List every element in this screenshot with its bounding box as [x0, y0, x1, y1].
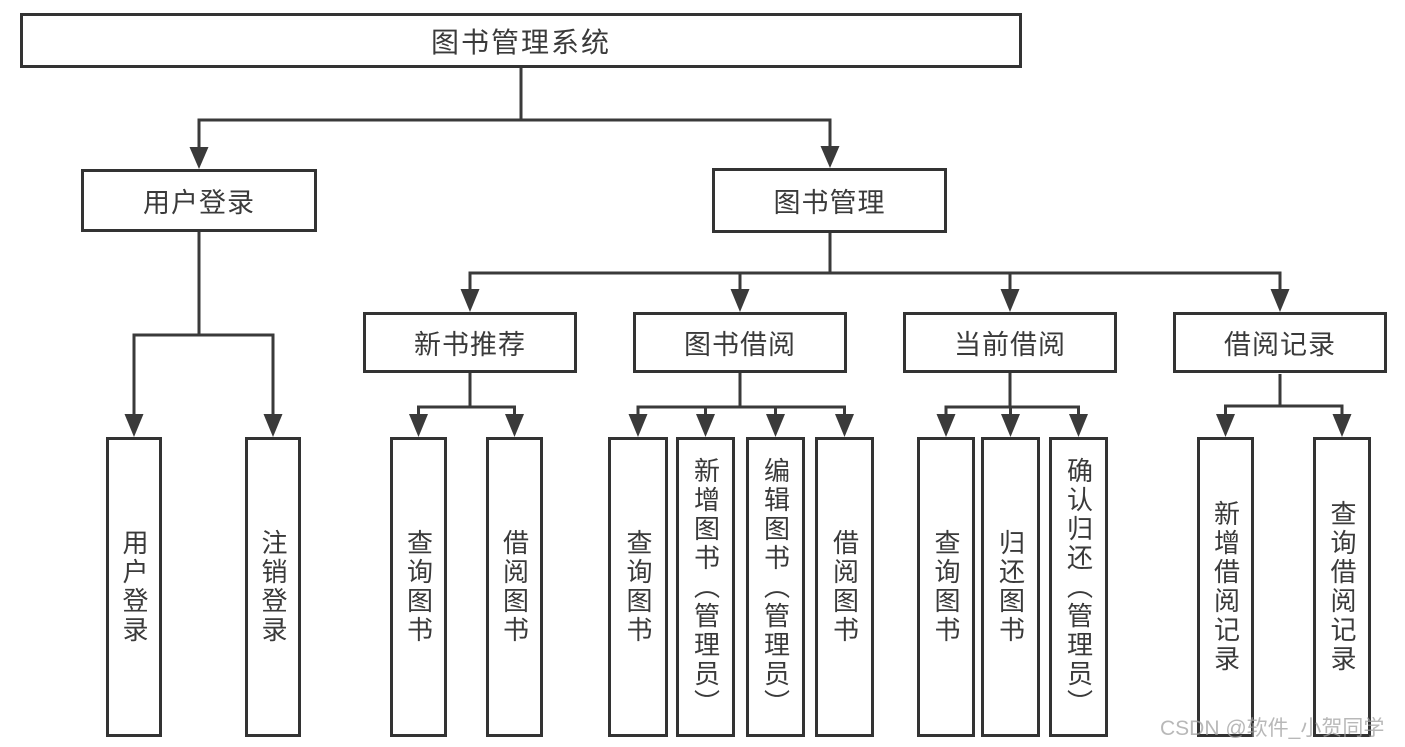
node-root-system: 图书管理系统 [20, 13, 1022, 68]
leaf-user-login: 用户登录 [106, 437, 162, 737]
leaf-confirm-return-admin: 确认归还（管理员） [1049, 437, 1108, 737]
node-book-borrow-label: 图书借阅 [684, 330, 796, 360]
connector-book-borrow-to-leaves [628, 373, 854, 437]
leaf-query-borrow-record-label: 查询借阅记录 [1327, 500, 1357, 674]
leaf-query-books-recommend: 查询图书 [390, 437, 447, 737]
connector-borrow-record-to-leaves [1216, 374, 1352, 437]
connector-new-book-to-leaves [409, 373, 524, 437]
node-current-borrow: 当前借阅 [903, 312, 1117, 373]
leaf-add-books-admin: 新增图书（管理员） [676, 437, 735, 737]
node-user-login: 用户登录 [81, 169, 317, 232]
leaf-query-books-borrow: 查询图书 [608, 437, 668, 737]
leaf-query-books-recommend-label: 查询图书 [403, 529, 434, 645]
leaf-add-books-admin-label: 新增图书（管理员） [690, 456, 721, 718]
leaf-query-books-current-label: 查询图书 [931, 529, 961, 645]
leaf-edit-books-admin: 编辑图书（管理员） [746, 437, 805, 737]
connector-current-borrow-to-leaves [936, 373, 1088, 437]
leaf-add-borrow-record: 新增借阅记录 [1197, 437, 1254, 737]
node-root-label: 图书管理系统 [430, 26, 611, 58]
leaf-query-books-current: 查询图书 [917, 437, 975, 737]
node-book-borrow: 图书借阅 [633, 312, 847, 373]
leaf-logout-label: 注销登录 [258, 529, 288, 645]
leaf-add-borrow-record-label: 新增借阅记录 [1210, 500, 1241, 674]
node-new-book-recommend: 新书推荐 [363, 312, 577, 373]
leaf-borrow-books-recommend: 借阅图书 [486, 437, 543, 737]
leaf-logout: 注销登录 [245, 437, 301, 737]
node-new-book-recommend-label: 新书推荐 [414, 330, 526, 360]
leaf-confirm-return-admin-label: 确认归还（管理员） [1063, 456, 1094, 718]
leaf-return-books: 归还图书 [981, 437, 1040, 737]
node-borrow-records-label: 借阅记录 [1224, 330, 1336, 360]
connector-book-mgmt-to-level3 [460, 233, 1290, 312]
node-current-borrow-label: 当前借阅 [954, 330, 1066, 360]
leaf-return-books-label: 归还图书 [995, 529, 1026, 645]
node-borrow-records: 借阅记录 [1173, 312, 1387, 373]
leaf-borrow-books-recommend-label: 借阅图书 [499, 529, 530, 645]
node-book-management-label: 图书管理 [773, 188, 886, 218]
csdn-watermark: CSDN @软件_小贺同学 [1160, 717, 1385, 740]
connector-root-to-level2 [189, 68, 840, 169]
leaf-query-borrow-record: 查询借阅记录 [1313, 437, 1371, 737]
leaf-borrow-books-label: 借阅图书 [829, 529, 860, 645]
node-user-login-label: 用户登录 [143, 188, 255, 218]
leaf-user-login-label: 用户登录 [119, 529, 149, 645]
node-book-management: 图书管理 [712, 168, 947, 233]
leaf-edit-books-admin-label: 编辑图书（管理员） [760, 456, 791, 718]
leaf-borrow-books: 借阅图书 [815, 437, 874, 737]
connector-user-login-to-leaves [124, 232, 283, 437]
leaf-query-books-borrow-label: 查询图书 [623, 529, 653, 645]
